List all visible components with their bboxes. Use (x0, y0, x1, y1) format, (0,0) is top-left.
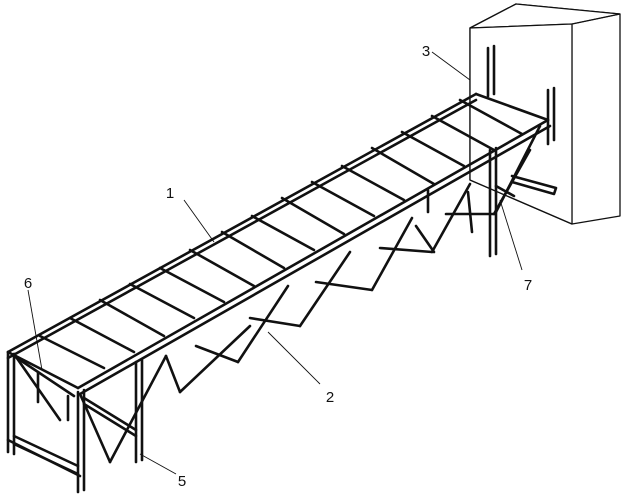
callout-5: 5 (178, 473, 186, 490)
front-crossbar (12, 354, 76, 404)
front-legs (6, 350, 144, 494)
rear-support (426, 124, 542, 258)
platform-frame (6, 92, 552, 396)
cabinet-brackets (486, 44, 558, 196)
callout-1: 1 (166, 185, 174, 202)
callout-3: 3 (422, 43, 430, 60)
callout-6: 6 (24, 275, 32, 292)
diagonal-braces (78, 148, 532, 464)
leader-lines (27, 51, 523, 475)
callout-7: 7 (524, 277, 532, 294)
platform-rungs (38, 98, 524, 370)
callout-2: 2 (326, 389, 334, 406)
